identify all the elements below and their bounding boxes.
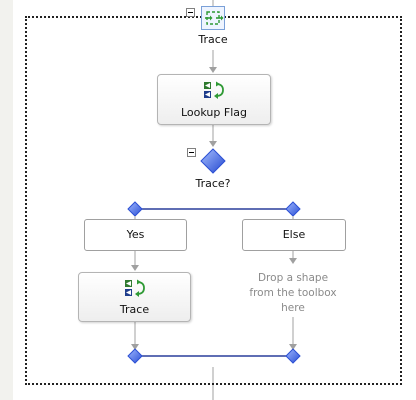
trace-activity-icon[interactable] xyxy=(201,6,225,30)
lookup-flag-icon xyxy=(203,81,225,101)
trace-top-label: Trace xyxy=(198,33,228,46)
sequence-container[interactable] xyxy=(25,16,402,385)
decision-diamond-icon[interactable] xyxy=(200,148,226,174)
inner-trace-activity[interactable]: Trace xyxy=(78,272,191,322)
lookup-flag-activity[interactable]: Lookup Flag xyxy=(157,74,271,125)
collapse-minus-icon[interactable] xyxy=(186,8,195,17)
branch-bottom-left-diamond xyxy=(127,348,143,364)
lookup-flag-label: Lookup Flag xyxy=(181,106,247,119)
trace-activity-icon xyxy=(124,279,146,299)
branch-else[interactable]: Else xyxy=(242,219,346,251)
collapse-minus-icon[interactable] xyxy=(187,148,196,157)
branch-bottom-right-diamond xyxy=(285,348,301,364)
drop-shape-hint[interactable]: Drop a shape from the toolbox here xyxy=(249,272,337,314)
decision-label: Trace? xyxy=(195,177,231,190)
inner-trace-label: Trace xyxy=(119,303,150,316)
branch-yes[interactable]: Yes xyxy=(84,219,187,251)
designer-canvas[interactable] xyxy=(13,0,416,400)
